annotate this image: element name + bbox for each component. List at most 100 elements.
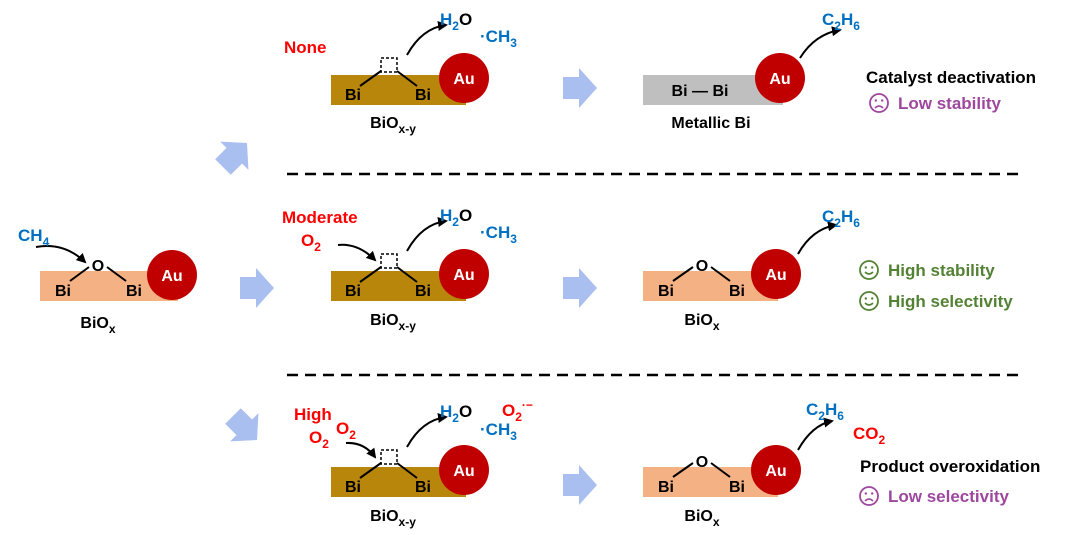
- outcome-text: High selectivity: [888, 292, 1013, 311]
- final-catalyst-metallic: Au Bi — Bi C2H6 Metallic Bi: [643, 10, 860, 132]
- condition-label: None: [284, 38, 327, 57]
- au-particle: [439, 249, 489, 299]
- bi-o-bond: [672, 266, 694, 282]
- o-bi-bond: [106, 266, 127, 282]
- start-catalyst: Au Bi Bi O CH4 BiOx: [18, 226, 197, 336]
- bi-label-right: Bi: [126, 283, 142, 300]
- process-arrow-icon: [225, 408, 259, 442]
- oxygen-label: O2: [309, 428, 329, 451]
- co2-label: CO2: [853, 424, 886, 447]
- reaction-arrow-icon: [406, 21, 448, 56]
- lattice-oxygen-label: O: [696, 258, 708, 275]
- bi-label-right: Bi: [415, 479, 431, 496]
- outcome-none: Catalyst deactivation Low stability: [866, 68, 1036, 113]
- o-bi-bond: [710, 266, 731, 282]
- outcome-high: Product overoxidation Low selectivity: [859, 457, 1040, 506]
- reaction-arrow-icon: [406, 217, 448, 252]
- au-label: Au: [161, 268, 182, 285]
- bi-label-left: Bi: [658, 283, 674, 300]
- process-arrow-icon: [563, 268, 597, 308]
- bi-o-bond: [69, 266, 90, 282]
- bi-label-right: Bi: [415, 87, 431, 104]
- oxygen-vacancy-icon: [380, 57, 398, 73]
- row-moderate: Moderate O2 Au Bi Bi H2O ·CH3 BiOx-y Au …: [282, 206, 1013, 333]
- oxygen-vacancy-icon: [380, 253, 398, 269]
- water-label: H2O: [440, 402, 472, 425]
- vacancy-bi-bond: [396, 462, 418, 479]
- bi-label-left: Bi: [55, 283, 71, 300]
- au-label: Au: [769, 71, 790, 88]
- condition-label: Moderate: [282, 208, 358, 227]
- process-arrow-icon: [563, 68, 597, 108]
- methyl-label: ·CH3: [480, 420, 517, 443]
- sad-face-icon: [869, 93, 889, 113]
- biox-label: BiOx: [684, 312, 719, 333]
- reaction-arrow-icon: [406, 413, 448, 448]
- bi-bi-bond-label: Bi — Bi: [672, 83, 729, 100]
- process-arrow-icon: [240, 268, 274, 308]
- final-catalyst-oxide: Au Bi Bi O C2H6 BiOx: [643, 207, 860, 333]
- biox-label: BiOx: [80, 315, 115, 336]
- process-arrow-icon: [215, 141, 249, 175]
- bi-vacancy-bond: [359, 462, 382, 479]
- bi-label-left: Bi: [345, 283, 361, 300]
- ethane-label: C2H6: [806, 400, 844, 423]
- au-particle: [755, 53, 805, 103]
- water-label: H2O: [440, 206, 472, 229]
- bi-label-right: Bi: [415, 283, 431, 300]
- outcome-heading: Catalyst deactivation: [866, 68, 1036, 87]
- bi-label-right: Bi: [729, 283, 745, 300]
- oxygen-vacancy-icon: [380, 449, 398, 465]
- outcome-text: Low selectivity: [888, 487, 1009, 506]
- outcome-text: Low stability: [898, 94, 1002, 113]
- vacancy-bi-bond: [396, 266, 418, 283]
- methyl-label: ·CH3: [480, 223, 517, 246]
- outcome-heading: Product overoxidation: [860, 457, 1040, 476]
- au-label: Au: [453, 71, 474, 88]
- outcome-moderate: High stability High selectivity: [859, 260, 1013, 311]
- oxygen-label: O2: [336, 419, 356, 442]
- biox-y-label: BiOx-y: [370, 312, 416, 333]
- bi-label-left: Bi: [345, 87, 361, 104]
- biox-label: BiOx: [684, 508, 719, 529]
- biox-y-label: BiOx-y: [370, 508, 416, 529]
- outcome-text: High stability: [888, 261, 995, 280]
- superoxide-label: O2·−: [502, 398, 533, 424]
- reaction-arrow-icon: [337, 243, 377, 262]
- o-bi-bond: [710, 462, 731, 478]
- bi-label-left: Bi: [658, 479, 674, 496]
- biox-y-label: BiOx-y: [370, 115, 416, 136]
- sad-face-icon: [859, 486, 879, 506]
- methyl-label: ·CH3: [480, 27, 517, 50]
- intermediate-catalyst: Au Bi Bi H2O ·CH3 BiOx-y: [331, 402, 517, 529]
- au-particle: [439, 53, 489, 103]
- oxygen-label: O2: [301, 231, 321, 254]
- au-particle: [751, 445, 801, 495]
- au-particle: [439, 445, 489, 495]
- water-label: H2O: [440, 10, 472, 33]
- intermediate-catalyst: Au Bi Bi H2O ·CH3 BiOx-y: [331, 206, 517, 333]
- reaction-arrow-icon: [797, 221, 838, 255]
- reaction-arrow-icon: [797, 417, 834, 451]
- happy-face-icon: [859, 260, 879, 280]
- row-none: None Au Bi Bi H2O ·CH3 BiOx-y Au Bi — Bi…: [284, 10, 1036, 136]
- vacancy-bi-bond: [396, 70, 418, 87]
- au-label: Au: [453, 267, 474, 284]
- ethane-label: C2H6: [822, 10, 860, 33]
- bi-vacancy-bond: [359, 266, 382, 283]
- lattice-oxygen-label: O: [92, 258, 104, 275]
- au-label: Au: [765, 267, 786, 284]
- lattice-oxygen-label: O: [696, 454, 708, 471]
- intermediate-catalyst: Au Bi Bi H2O ·CH3 BiOx-y: [331, 10, 517, 136]
- condition-label: High: [294, 405, 332, 424]
- happy-face-icon: [859, 291, 879, 311]
- bi-vacancy-bond: [359, 70, 382, 87]
- ethane-label: C2H6: [822, 207, 860, 230]
- bi-o-bond: [672, 462, 694, 478]
- reaction-arrow-icon: [799, 26, 842, 59]
- row-high: High O2 O2 O2·− Au Bi Bi H2O ·CH3 BiOx-y…: [294, 398, 1040, 529]
- methane-label: CH4: [18, 226, 50, 249]
- au-particle: [751, 249, 801, 299]
